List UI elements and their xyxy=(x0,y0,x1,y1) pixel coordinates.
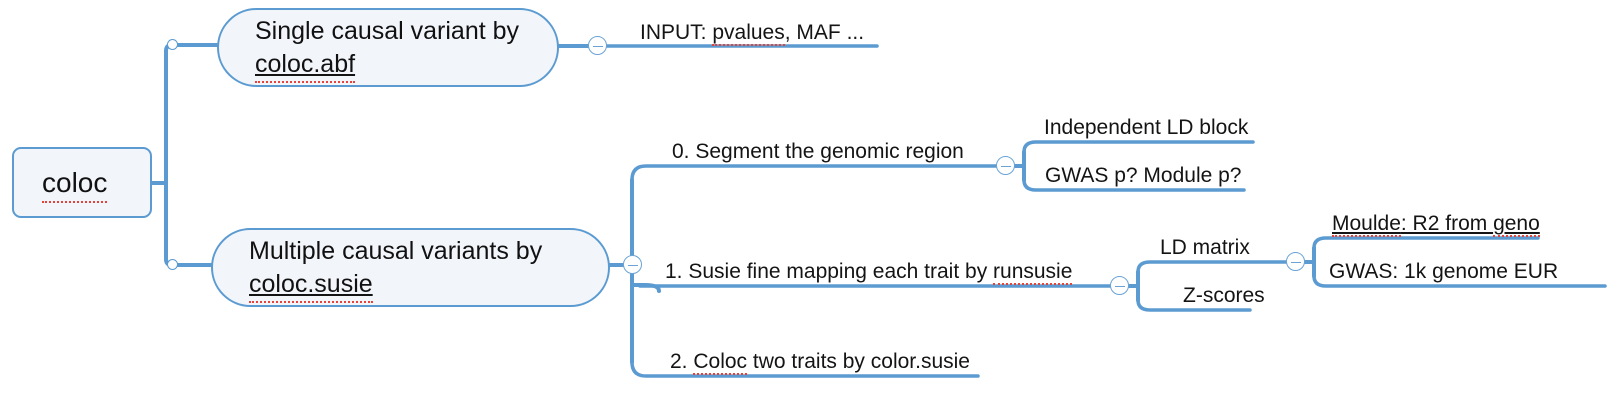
collapse-toggle-susie-branch[interactable] xyxy=(623,255,642,274)
node-abf-line1: Single causal variant by xyxy=(255,17,520,45)
label-input-suffix: , MAF ... xyxy=(784,21,865,44)
label-moulde-middle: : R2 from xyxy=(1400,212,1494,235)
label-step2-suffix: two traits by color.susie xyxy=(747,350,970,373)
label-step2-misspelled: Coloc xyxy=(693,350,748,375)
root-node-coloc[interactable]: coloc xyxy=(12,147,152,218)
label-moulde-misspelled2: geno xyxy=(1493,212,1540,237)
node-single-causal-variant[interactable]: Single causal variant by coloc.abf xyxy=(217,8,559,87)
label-step2-prefix: 2. xyxy=(670,350,694,373)
label-moulde-r2-from-geno[interactable]: Moulde: R2 from geno xyxy=(1332,212,1540,237)
node-susie-line2: coloc.susie xyxy=(249,268,373,303)
label-gwas-1k-genome-eur[interactable]: GWAS: 1k genome EUR xyxy=(1329,260,1559,283)
label-step1-prefix: 1. Susie fine mapping each trait by xyxy=(665,260,994,283)
label-input-prefix: INPUT: xyxy=(640,21,713,44)
spine-dot-susie[interactable] xyxy=(167,259,178,270)
collapse-toggle-input-abf[interactable] xyxy=(588,36,607,55)
label-gwas-p-module-p[interactable]: GWAS p? Module p? xyxy=(1045,164,1242,187)
label-step1-susie-fine-mapping[interactable]: 1. Susie fine mapping each trait by runs… xyxy=(665,260,1073,285)
node-susie-line1: Multiple causal variants by xyxy=(249,237,543,265)
collapse-toggle-step0[interactable] xyxy=(996,156,1015,175)
label-step2-coloc-two-traits[interactable]: 2. Coloc two traits by color.susie xyxy=(670,350,970,375)
label-z-scores[interactable]: Z-scores xyxy=(1183,284,1265,307)
label-step0-segment-genomic-region[interactable]: 0. Segment the genomic region xyxy=(672,140,964,163)
collapse-toggle-ld-matrix[interactable] xyxy=(1286,252,1305,271)
node-abf-line2: coloc.abf xyxy=(255,48,356,83)
collapse-toggle-step1[interactable] xyxy=(1110,276,1129,295)
label-input-abf[interactable]: INPUT: pvalues, MAF ... xyxy=(640,21,865,46)
label-ld-matrix[interactable]: LD matrix xyxy=(1160,236,1250,259)
root-node-label: coloc xyxy=(42,166,108,203)
spine-dot-abf[interactable] xyxy=(167,39,178,50)
node-multiple-causal-variants[interactable]: Multiple causal variants by coloc.susie xyxy=(211,228,610,307)
label-independent-ld-block[interactable]: Independent LD block xyxy=(1044,116,1249,139)
label-input-misspelled: pvalues xyxy=(712,21,786,46)
label-moulde-misspelled1: Moulde xyxy=(1332,212,1401,237)
label-step1-misspelled: runsusie xyxy=(993,260,1073,285)
